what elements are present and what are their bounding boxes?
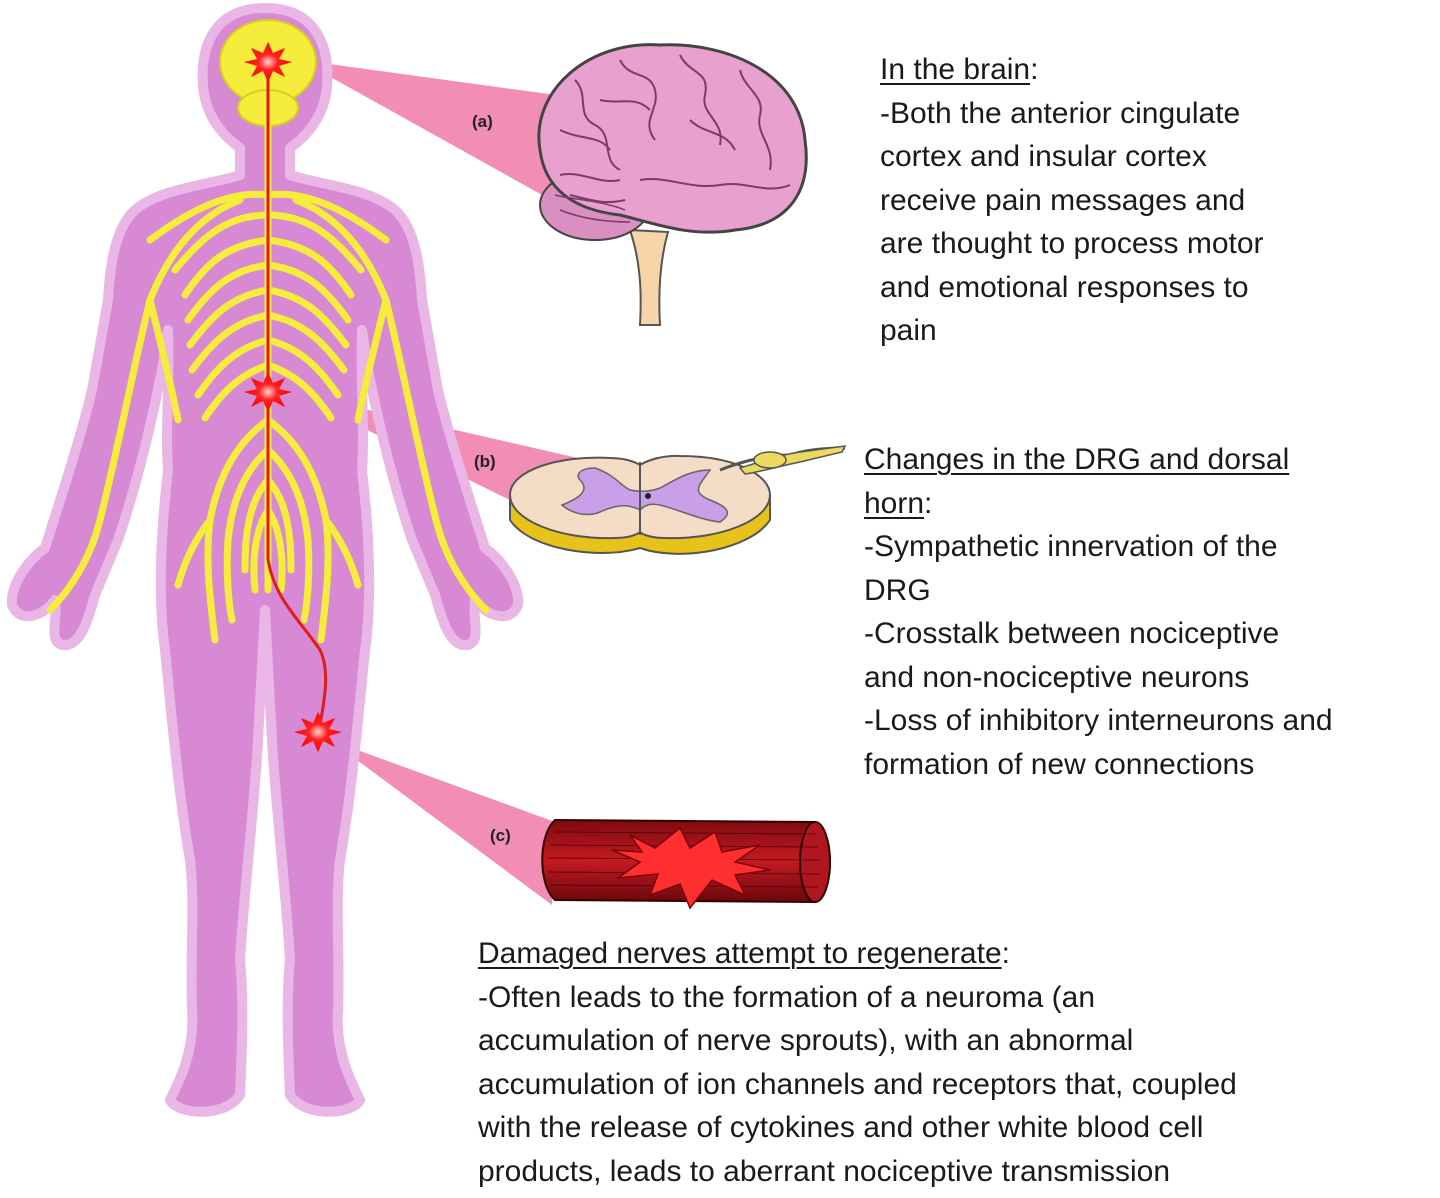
label-b: (b) xyxy=(474,452,496,471)
drg-line: -Loss of inhibitory interneurons and xyxy=(864,704,1333,737)
peripheral-nerve-network xyxy=(46,106,490,644)
drg-line: and non-nociceptive neurons xyxy=(864,660,1250,694)
nerve-line: -Often leads to the formation of a neuro… xyxy=(478,980,1096,1014)
nerve-line: accumulation of nerve sprouts), with an … xyxy=(478,1024,1134,1057)
pain-burst-spine xyxy=(244,372,292,412)
drg-heading-suffix: : xyxy=(924,486,933,520)
brain-line: -Both the anterior cingulate xyxy=(880,96,1241,130)
spinal-cord-cross-section xyxy=(508,445,847,555)
brain-line: and emotional responses to xyxy=(880,270,1249,304)
nerve-description: Damaged nerves attempt to regenerate: -O… xyxy=(478,932,1433,1193)
drg-heading-line1: Changes in the DRG and dorsal xyxy=(864,443,1290,476)
nerve-heading-suffix: : xyxy=(1001,937,1010,970)
brain-line: cortex and insular cortex xyxy=(880,140,1207,173)
nerve-heading: Damaged nerves attempt to regenerate xyxy=(478,937,1002,970)
label-c: (c) xyxy=(490,826,511,845)
callout-beam-a xyxy=(300,60,560,205)
damaged-nerve-fiber xyxy=(541,818,831,910)
drg-line: formation of new connections xyxy=(864,747,1255,781)
pain-pathway-line xyxy=(266,62,328,736)
brain-line: pain xyxy=(880,314,937,347)
brain-heading: In the brain xyxy=(880,53,1031,86)
brain-illustration xyxy=(537,43,808,326)
drg-line: -Crosstalk between nociceptive xyxy=(864,617,1280,650)
nerve-line: with the release of cytokines and other … xyxy=(478,1111,1204,1144)
drg-line: DRG xyxy=(864,573,931,607)
drg-description: Changes in the DRG and dorsal horn: -Sym… xyxy=(864,438,1434,786)
drg-heading-line2: horn xyxy=(864,486,925,520)
nerve-line: products, leads to aberrant nociceptive … xyxy=(478,1154,1171,1188)
brain-line: are thought to process motor xyxy=(880,227,1264,260)
brain-heading-suffix: : xyxy=(1030,53,1039,86)
nerve-line: accumulation of ion channels and recepto… xyxy=(478,1067,1237,1101)
brain-description: In the brain: -Both the anterior cingula… xyxy=(880,48,1400,353)
callout-beam-c xyxy=(330,740,555,905)
label-a: (a) xyxy=(472,112,493,131)
drg-line: -Sympathetic innervation of the xyxy=(864,530,1278,563)
pain-burst-brain xyxy=(244,42,292,82)
pain-burst-leg xyxy=(294,712,342,752)
brain-line: receive pain messages and xyxy=(880,183,1246,217)
